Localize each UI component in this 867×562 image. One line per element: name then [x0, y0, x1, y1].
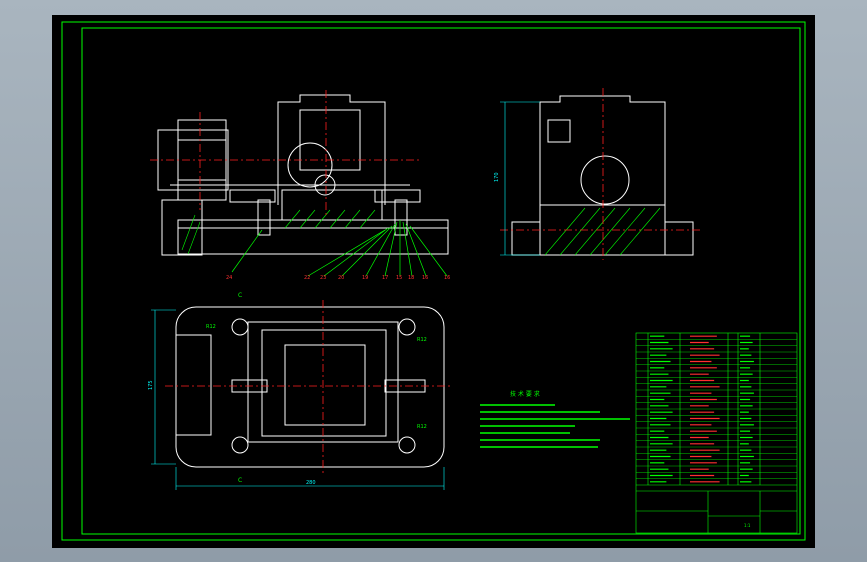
sheet-inner-frame	[81, 27, 801, 535]
plan-view	[175, 306, 445, 468]
side-view	[511, 95, 694, 256]
part-number: 15	[396, 275, 402, 281]
front-view-part-numbers: 24 22 23 20 19 17 15 18 16 16	[226, 275, 450, 281]
title-block-scale: 1:1	[744, 523, 751, 528]
side-view-hatch	[544, 207, 661, 256]
parts-list-text	[650, 335, 754, 483]
part-number: 18	[408, 275, 414, 281]
part-number: 16	[422, 275, 428, 281]
parts-list-rows	[636, 339, 797, 479]
plan-view-height-dimension: 175	[148, 380, 154, 390]
front-view-centerlines	[150, 90, 420, 215]
part-number: 19	[362, 275, 368, 281]
section-mark: C	[238, 292, 242, 299]
radius-label: R12	[206, 324, 216, 330]
radius-label: R12	[417, 424, 427, 430]
front-view-leaders	[231, 220, 448, 277]
technical-requirements-lines	[480, 404, 630, 448]
part-number: 16	[444, 275, 450, 281]
side-view-dimension	[500, 101, 540, 256]
section-mark: C	[238, 477, 242, 484]
drawing-sheet	[52, 15, 815, 548]
technical-requirements-title: 技 术 要 求	[510, 390, 540, 398]
side-view-height-dimension: 170	[494, 172, 500, 182]
part-number: 20	[338, 275, 344, 281]
part-number: 22	[304, 275, 310, 281]
side-view-centerlines	[500, 88, 700, 260]
part-number: 23	[320, 275, 326, 281]
plan-view-width-dimension: 280	[306, 480, 316, 486]
radius-label: R12	[417, 337, 427, 343]
sheet-outer-frame	[61, 21, 806, 541]
plan-view-centerlines	[165, 300, 450, 475]
part-number: 24	[226, 275, 232, 281]
part-number: 17	[382, 275, 388, 281]
front-view-hatch	[181, 209, 376, 255]
plan-view-dimensions	[151, 309, 445, 490]
